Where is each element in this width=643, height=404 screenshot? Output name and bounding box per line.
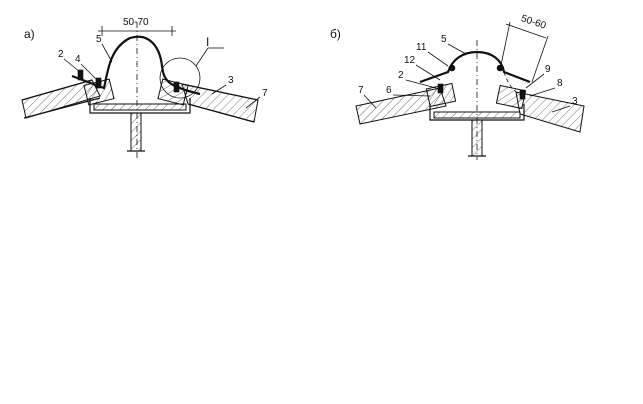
callout-a-7: 7 (262, 88, 268, 99)
panel-a-label: а) (24, 27, 35, 41)
panel-b: б) 50-60 (330, 13, 585, 160)
panel-b-left-roof-slab (355, 87, 447, 125)
panel-a-steel-purlin (89, 98, 191, 152)
callout-b-9: 9 (545, 64, 551, 75)
detail-circle-I (159, 57, 201, 99)
panel-a: а) 50-70 (21, 17, 268, 158)
callout-b-7: 7 (358, 85, 364, 96)
panel-a-ridge-cap (71, 35, 201, 96)
callout-b-3: 3 (572, 96, 578, 107)
callout-b-5: 5 (441, 34, 447, 45)
callout-a-4: 4 (75, 54, 81, 65)
callout-a-5: 5 (96, 34, 102, 45)
callout-b-8: 8 (557, 78, 563, 89)
callout-a-2: 2 (58, 49, 64, 60)
panel-b-label: б) (330, 27, 341, 41)
panel-b-right-insert (495, 84, 527, 110)
panel-a-callouts: 2 4 5 3 7 (58, 34, 268, 109)
panel-b-steel-purlin (429, 104, 525, 157)
callout-b-6: 6 (386, 85, 392, 96)
detail-marker-I: I (206, 35, 209, 49)
panel-a-right-insert (157, 78, 189, 106)
callout-b-11: 11 (416, 42, 427, 53)
callout-b-2: 2 (398, 70, 404, 81)
panel-b-cap-alt-position (503, 71, 523, 97)
callout-a-3: 3 (228, 75, 234, 86)
callout-b-12: 12 (404, 55, 416, 66)
dimension-label-a: 50-70 (123, 17, 149, 28)
panel-b-fasteners (437, 64, 526, 100)
panel-a-fasteners (77, 69, 180, 93)
panel-b-callouts: 11 5 12 2 6 7 9 8 3 (358, 34, 578, 113)
panel-a-right-roof-slab (181, 83, 259, 123)
panel-b-dimension: 50-60 (499, 13, 549, 83)
dimension-label-b: 50-60 (520, 13, 548, 32)
